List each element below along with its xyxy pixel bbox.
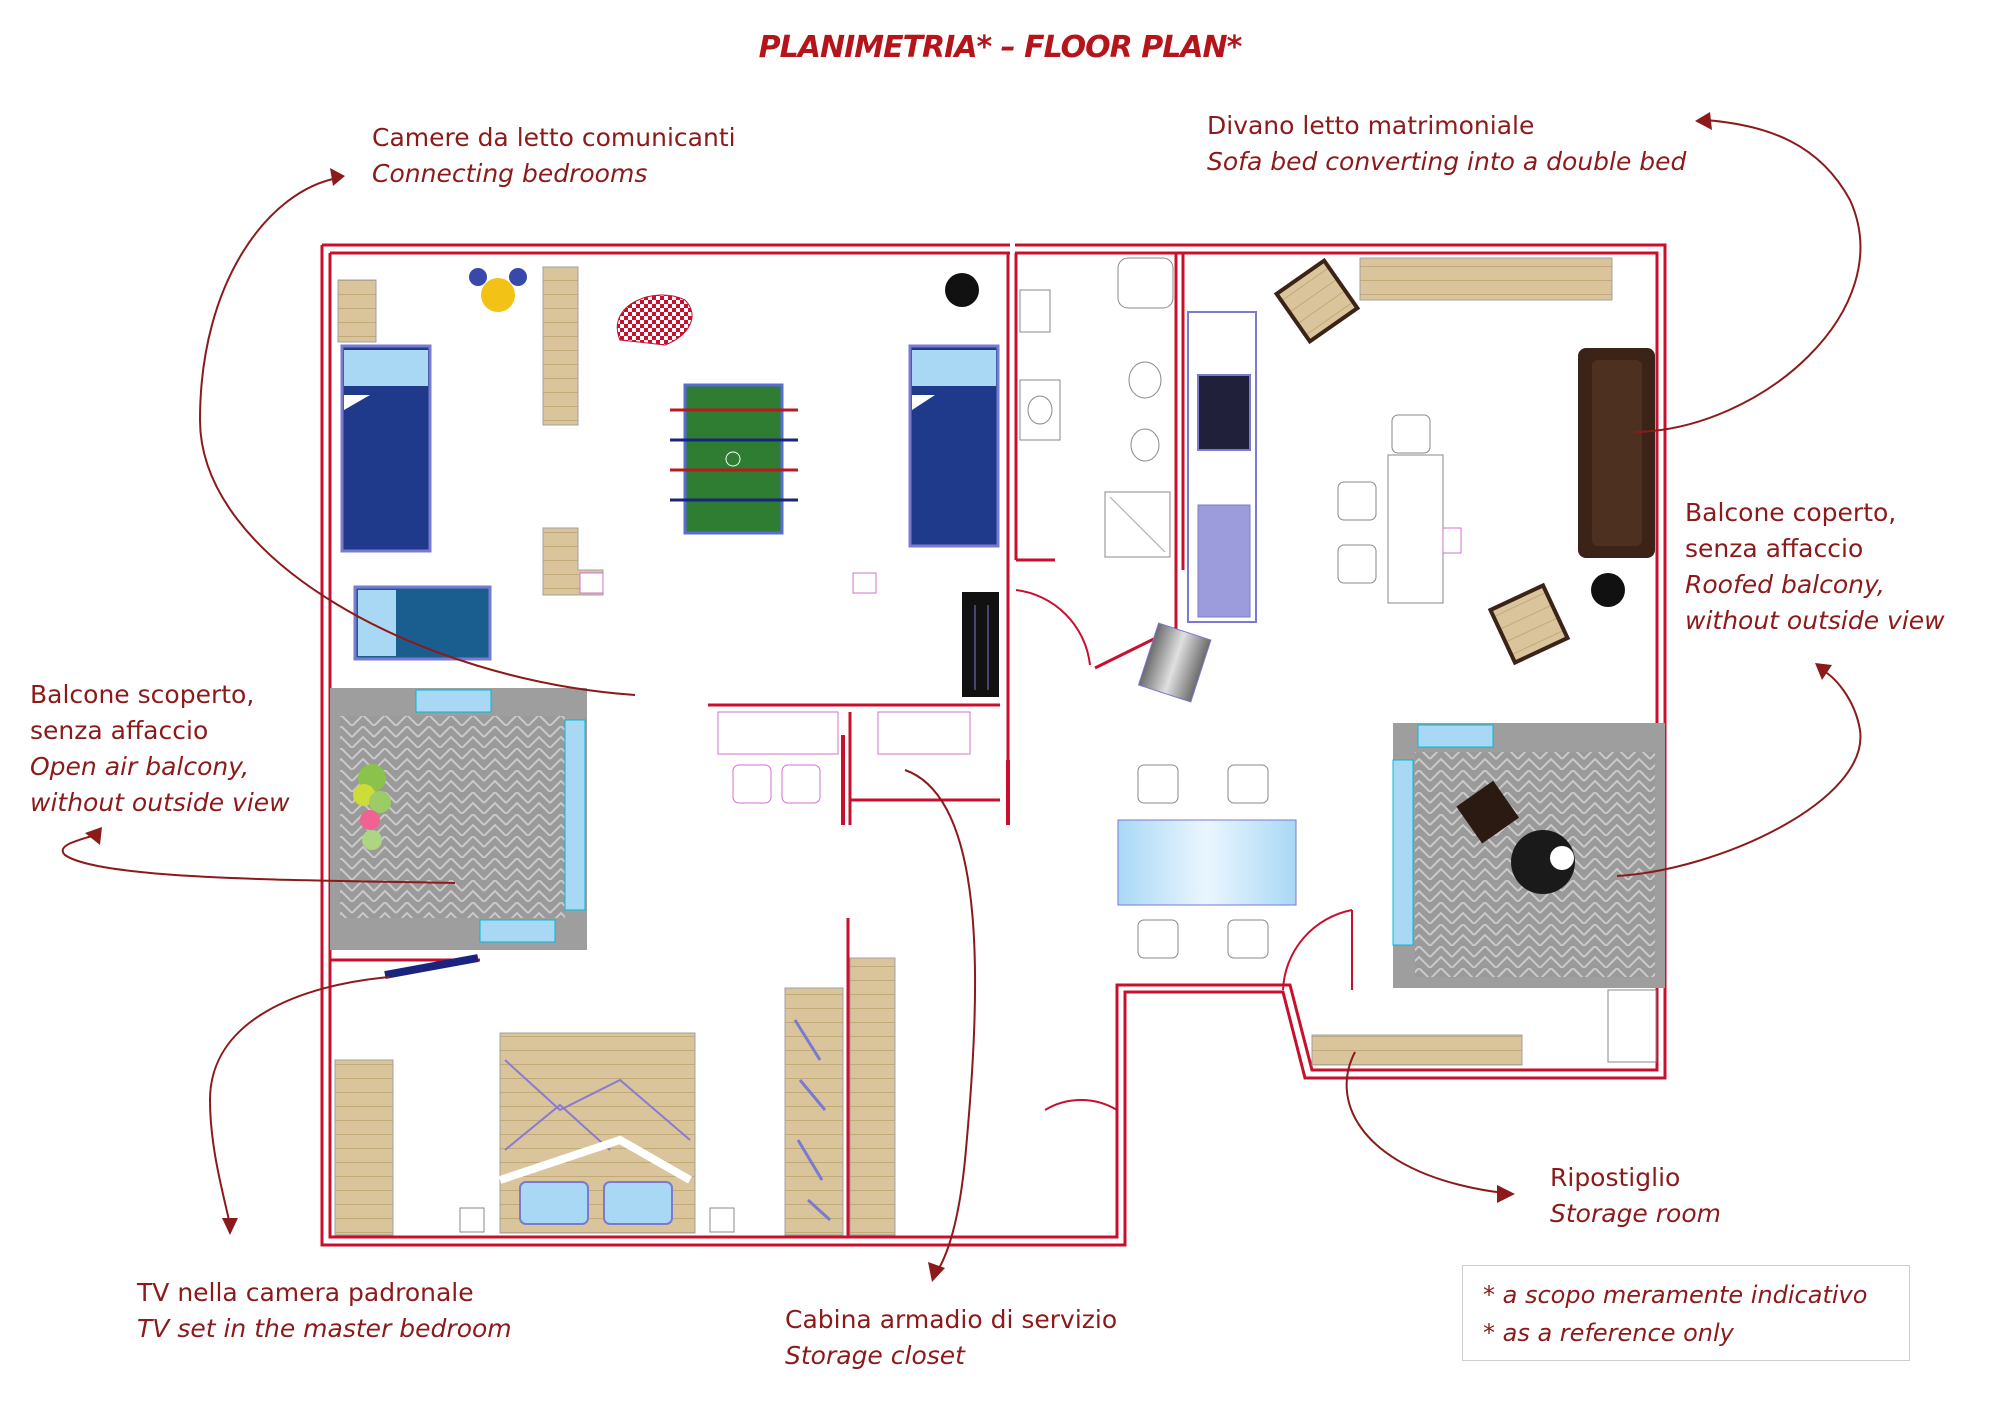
label-storage-room: Ripostiglio Storage room — [1550, 1160, 1721, 1232]
foosball-table — [670, 383, 798, 535]
toilet-bowl — [1128, 361, 1162, 399]
arrow-heads — [85, 112, 1832, 1282]
arrow-storage-room — [1345, 1051, 1506, 1194]
label-it: Divano letto matrimoniale — [1207, 111, 1535, 140]
living-room — [1117, 257, 1655, 959]
nightstand-left — [459, 1207, 485, 1233]
dining-bar — [1387, 454, 1444, 604]
double-bed — [498, 1032, 696, 1234]
bedroom-furniture — [337, 266, 1000, 697]
label-it: senza affaccio — [30, 716, 209, 745]
single-bed-left — [340, 344, 432, 553]
wall-outer — [320, 243, 1667, 1247]
label-it: Balcone coperto, — [1685, 498, 1897, 527]
wall-outer-inner — [328, 251, 1659, 1239]
single-bed-right — [908, 344, 1000, 548]
walls — [320, 243, 1667, 1247]
label-tv-master: TV nella camera padronale TV set in the … — [137, 1275, 512, 1347]
storage-closet-furniture — [717, 711, 1010, 825]
bidet — [1130, 428, 1160, 462]
label-connecting-bedrooms: Camere da letto comunicanti Connecting b… — [372, 120, 736, 192]
annotation-arrows — [61, 119, 1862, 1276]
note-line-it: * a scopo meramente indicativo — [1483, 1281, 1868, 1309]
label-it: Ripostiglio — [1550, 1163, 1681, 1192]
shoe-rack — [962, 592, 999, 697]
label-en: Roofed balcony, — [1685, 570, 1885, 599]
stool — [852, 572, 877, 594]
armchair-bottom — [1487, 582, 1571, 666]
doors — [1015, 589, 1353, 1111]
sofa-bed — [1578, 348, 1655, 558]
label-en: Storage room — [1550, 1199, 1721, 1228]
page-title: PLANIMETRIA* – FLOOR PLAN* — [758, 30, 1243, 65]
nightstand-right — [709, 1207, 735, 1233]
sink — [1197, 504, 1251, 618]
dining-table — [1117, 819, 1297, 906]
trash-bin — [1137, 622, 1212, 703]
arrow-open-balcony — [61, 834, 456, 884]
dresser — [334, 1059, 394, 1236]
arrow-sofa-bed — [1634, 119, 1862, 433]
checkered-rug — [617, 294, 693, 346]
note-line-en: * as a reference only — [1483, 1319, 1734, 1347]
label-en: Open air balcony, — [30, 752, 250, 781]
label-it: Cabina armadio di servizio — [785, 1305, 1118, 1334]
label-en: Sofa bed converting into a double bed — [1207, 147, 1687, 176]
tv-set — [384, 954, 479, 979]
label-en: without outside view — [1685, 606, 1945, 635]
arrow-connecting-bedrooms — [198, 177, 636, 696]
master-bedroom — [334, 954, 896, 1236]
bathroom — [1019, 257, 1212, 703]
wardrobe-strip — [542, 266, 579, 426]
toilet — [1117, 257, 1174, 309]
arrow-roofed-balcony — [1616, 667, 1862, 877]
arrow-storage-closet — [904, 769, 977, 1276]
label-it: Balcone scoperto, — [30, 680, 255, 709]
wardrobe — [784, 957, 896, 1236]
arrow-tv — [208, 976, 391, 1226]
label-sofa-bed: Divano letto matrimoniale Sofa bed conve… — [1207, 108, 1686, 180]
storage-room — [1311, 989, 1657, 1066]
nightstand — [337, 279, 377, 343]
trundle-bed — [353, 585, 492, 661]
label-storage-closet: Cabina armadio di servizio Storage close… — [785, 1302, 1117, 1374]
open-air-balcony — [330, 688, 587, 950]
label-en: Connecting bedrooms — [372, 159, 648, 188]
cooktop — [1197, 374, 1251, 451]
round-stool — [945, 273, 979, 307]
desk-stool — [579, 572, 604, 594]
label-it: senza affaccio — [1685, 534, 1864, 563]
washbasin — [1019, 379, 1061, 441]
potted-plant — [353, 764, 391, 850]
armchair-top — [1273, 257, 1361, 345]
label-en: without outside view — [30, 788, 290, 817]
reference-note: * a scopo meramente indicativo * as a re… — [1462, 1265, 1910, 1361]
side-table — [1511, 830, 1575, 894]
label-it: TV nella camera padronale — [137, 1278, 474, 1307]
kitchen — [1187, 311, 1257, 623]
roofed-balcony — [1392, 723, 1665, 988]
label-en: Storage closet — [785, 1341, 965, 1370]
label-open-balcony: Balcone scoperto, senza affaccio Open ai… — [30, 677, 290, 821]
label-en: TV set in the master bedroom — [137, 1314, 512, 1343]
tv-unit — [1359, 257, 1613, 301]
yellow-chair — [469, 268, 527, 312]
label-it: Camere da letto comunicanti — [372, 123, 736, 152]
label-roofed-balcony: Balcone coperto, senza affaccio Roofed b… — [1685, 495, 1945, 639]
